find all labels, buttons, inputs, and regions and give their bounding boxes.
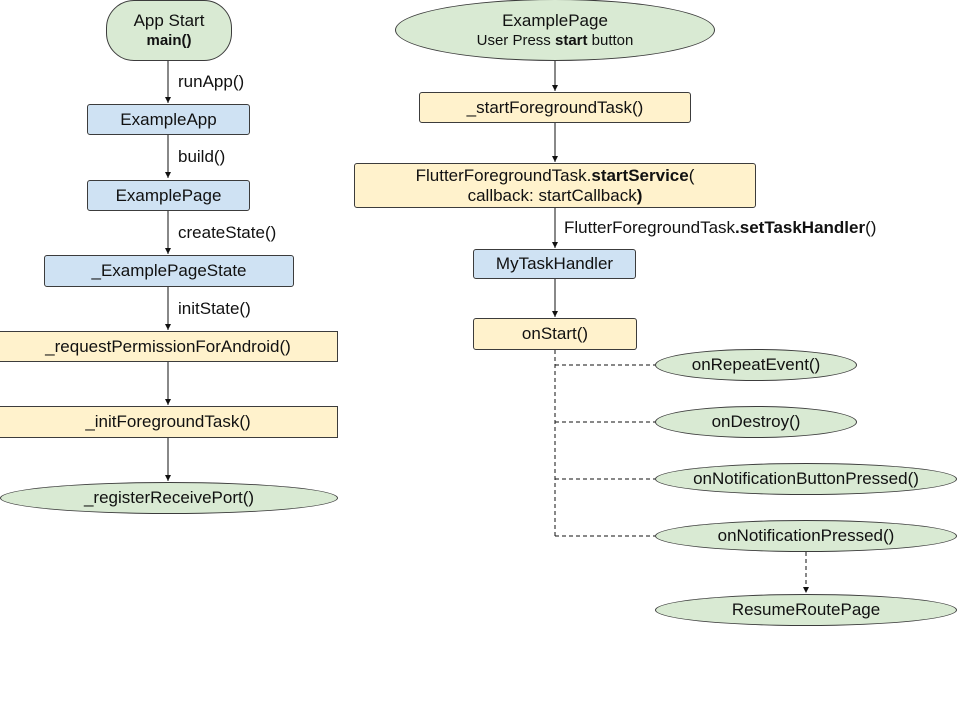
app-start-sub: main() (146, 32, 192, 49)
examplepage-start-sub: User Press start button (476, 31, 634, 49)
start-service-line1: FlutterForegroundTask.startService( (415, 165, 695, 185)
start-foreground-task-node: _startForegroundTask() (419, 92, 691, 123)
request-permission-node: _requestPermissionForAndroid() (0, 331, 338, 362)
examplepage-start-title: ExamplePage (502, 10, 608, 30)
edge-label-createstate: createState() (178, 223, 277, 242)
start-service-line2: callback: startCallback) (467, 185, 643, 205)
onrepeatevent-node: onRepeatEvent() (655, 349, 857, 381)
app-start-title: App Start (133, 11, 205, 30)
mytaskhandler-node: MyTaskHandler (473, 249, 636, 279)
onnotificationbuttonpressed-label: onNotificationButtonPressed() (693, 469, 919, 488)
start-service-node: FlutterForegroundTask.startService( call… (354, 163, 756, 208)
examplepage-node: ExamplePage (87, 180, 250, 211)
exampleapp-node: ExampleApp (87, 104, 250, 135)
register-receive-port-label: _registerReceivePort() (83, 488, 255, 507)
onstart-label: onStart() (521, 324, 589, 343)
onnotificationpressed-label: onNotificationPressed() (717, 526, 895, 545)
onnotificationbuttonpressed-node: onNotificationButtonPressed() (655, 463, 957, 495)
edge-label-runapp: runApp() (178, 72, 245, 91)
onstart-node: onStart() (473, 318, 637, 350)
start-foreground-task-label: _startForegroundTask() (466, 97, 644, 117)
onrepeatevent-label: onRepeatEvent() (691, 355, 821, 374)
mytaskhandler-label: MyTaskHandler (495, 254, 614, 273)
examplepagestate-node: _ExamplePageState (44, 255, 294, 287)
init-foreground-task-node: _initForegroundTask() (0, 406, 338, 438)
examplepagestate-label: _ExamplePageState (91, 261, 247, 280)
examplepage-label: ExamplePage (115, 185, 222, 205)
edge-label-initstate: initState() (178, 299, 251, 318)
init-foreground-task-label: _initForegroundTask() (85, 412, 251, 431)
resumeroutepage-node: ResumeRoutePage (655, 594, 957, 626)
edge-label-build: build() (178, 147, 226, 166)
edge-label-settaskhandler: FlutterForegroundTask.setTaskHandler() (564, 218, 877, 237)
onnotificationpressed-node: onNotificationPressed() (655, 520, 957, 552)
register-receive-port-node: _registerReceivePort() (0, 482, 338, 514)
request-permission-label: _requestPermissionForAndroid() (45, 336, 291, 356)
ondestroy-label: onDestroy() (711, 412, 801, 431)
examplepage-start-node: ExamplePage User Press start button (395, 0, 715, 61)
app-start-node: App Start main() (106, 0, 232, 61)
ondestroy-node: onDestroy() (655, 406, 857, 438)
resumeroutepage-label: ResumeRoutePage (731, 600, 881, 619)
exampleapp-label: ExampleApp (120, 109, 217, 129)
